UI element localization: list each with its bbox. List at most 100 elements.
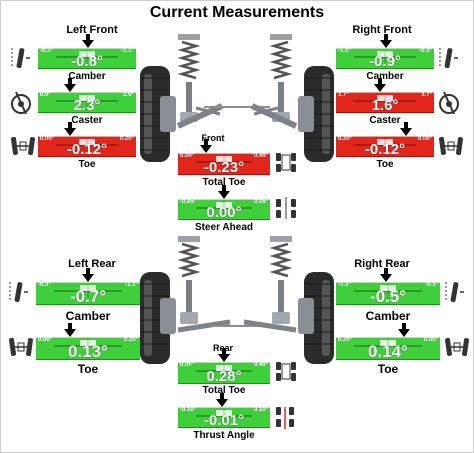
right-front-caster-scale (354, 94, 416, 111)
right-rear-camber-min: -1.1° (338, 282, 351, 288)
left-front-toe-label: Toe (78, 159, 96, 170)
thrust-angle-scale (196, 409, 252, 426)
left-front-toe-scale (56, 138, 118, 155)
rear-left-strut-icon (177, 236, 231, 333)
right-rear-camber-gauge: -1.1° -0.3° -0.5° (336, 282, 440, 305)
steer-ahead-label: Steer Ahead (195, 222, 253, 233)
right-rear-toe-value: 0.14° (368, 342, 408, 360)
right-rear-toe-max: 0.00° (423, 337, 438, 343)
thrust-angle-label: Thrust Angle (193, 430, 255, 441)
steer-ahead-min: -0.05° (180, 199, 197, 205)
right-front-camber-min: -1.1° (338, 48, 351, 54)
right-front-toe-label: Toe (376, 159, 394, 170)
left-rear-toe-value: 0.13° (68, 342, 108, 360)
left-front-caster-label: Caster (71, 115, 103, 126)
left-front-toe-max: 0.20° (119, 136, 134, 142)
right-rear-toe-label: Toe (377, 362, 399, 376)
left-front-heading: Left Front (66, 24, 118, 36)
right-front-caster-max: 3.7° (421, 92, 432, 98)
left-rear-heading: Left Rear (68, 258, 116, 270)
front-left-strut-icon (176, 34, 224, 129)
right-rear-camber-value: -0.5° (369, 287, 407, 305)
left-front-caster-scale (56, 94, 118, 111)
right-front-toe-value: -0.12° (364, 141, 406, 157)
thrust-angle-gauge: -0.10° 0.10° -0.01° (178, 407, 270, 428)
left-rear-toe-label: Toe (77, 362, 99, 376)
left-front-camber-label: Camber (68, 71, 106, 82)
left-front-toe-gauge: 0.00° 0.20° -0.12° (38, 136, 136, 157)
right-rear-heading: Right Rear (354, 258, 410, 270)
front-total-toe-max: 0.40° (253, 153, 268, 159)
left-rear-camber-value: -0.7° (69, 287, 107, 305)
left-front-camber-max: -1.1° (121, 48, 134, 54)
toe-icon (10, 134, 36, 163)
rear-total-toe-scale (196, 364, 252, 382)
right-front-camber-label: Camber (366, 71, 404, 82)
right-rear-camber-label: Camber (365, 309, 411, 323)
left-front-camber-scale (56, 50, 118, 67)
front-total-toe-scale (196, 155, 252, 173)
left-front-caster-value: 2.3° (73, 97, 101, 113)
total-toe-icon (274, 360, 298, 387)
rear-suspension-illustration (140, 236, 334, 364)
right-front-caster-gauge: 1.7° 3.7° 1.6° (336, 92, 434, 113)
steer-ahead-value: 0.00° (206, 204, 242, 220)
left-rear-camber-max: -1.1° (125, 282, 138, 288)
rear-right-strut-icon (243, 236, 297, 333)
right-front-heading: Right Front (352, 24, 412, 36)
left-front-toe-value: -0.12° (66, 141, 108, 157)
left-rear-toe-gauge: 0.00° 0.20° 0.13° (36, 337, 140, 360)
right-front-camber-scale (354, 50, 416, 67)
steer-ahead-scale (196, 201, 252, 218)
rear-total-toe-value: 0.28° (206, 368, 242, 384)
total-toe-icon (274, 151, 298, 178)
front-right-strut-icon (250, 34, 298, 129)
toe-icon (438, 134, 464, 163)
left-front-toe-min: 0.00° (40, 136, 55, 142)
rear-total-toe-label: Total Toe (202, 385, 246, 396)
toe-icon (444, 335, 470, 364)
front-total-toe-label: Total Toe (202, 177, 246, 188)
right-front-caster-label: Caster (369, 115, 401, 126)
left-rear-camber-gauge: -0.3° -1.1° -0.7° (36, 282, 140, 305)
left-front-caster-min: 0.9° (40, 92, 51, 98)
right-rear-camber-scale (354, 284, 422, 303)
camber-icon (8, 280, 28, 309)
steer-ahead-gauge: -0.05° 0.05° 0.00° (178, 199, 270, 220)
front-suspension-illustration (140, 34, 334, 162)
steer-ahead-max: 0.05° (253, 199, 268, 205)
front-heading: Front (201, 133, 225, 143)
front-right-wheel-icon (298, 66, 334, 162)
right-rear-toe-min: 0.20° (338, 337, 353, 343)
front-total-toe-value: -0.23° (203, 159, 245, 175)
thrust-angle-value: -0.01° (203, 412, 245, 428)
right-front-camber-gauge: -1.1° -0.3° -0.9° (336, 48, 434, 69)
right-front-caster-value: 1.6° (371, 97, 399, 113)
left-front-caster-max: 2.0° (123, 92, 134, 98)
right-front-caster-min: 1.7° (338, 92, 349, 98)
left-front-caster-gauge: 0.9° 2.0° 2.3° (38, 92, 136, 113)
thrust-angle-max: 0.10° (253, 407, 268, 413)
left-rear-camber-label: Camber (65, 309, 111, 323)
camber-icon (438, 46, 458, 75)
thrust-angle-icon (274, 405, 296, 434)
camber-icon (444, 280, 464, 309)
left-front-camber-gauge: -0.3° -1.1° -0.8° (38, 48, 136, 69)
right-front-toe-scale (354, 138, 416, 155)
right-front-toe-gauge: 0.20° 0.00° -0.12° (336, 136, 434, 157)
right-front-toe-max: 0.00° (417, 136, 432, 142)
thrust-angle-min: -0.10° (180, 407, 197, 413)
rear-total-toe-max: 0.40° (253, 362, 268, 368)
page-title: Current Measurements (149, 4, 325, 21)
toe-icon (8, 335, 34, 364)
front-total-toe-gauge: 0.00° 0.40° -0.23° (178, 153, 270, 175)
caster-icon (10, 90, 32, 119)
rear-total-toe-min: 0.00° (180, 362, 195, 368)
right-front-toe-min: 0.20° (338, 136, 353, 142)
right-rear-camber-max: -0.3° (425, 282, 438, 288)
front-left-wheel-icon (140, 66, 176, 162)
rear-right-wheel-icon (298, 272, 334, 364)
rear-total-toe-gauge: 0.00° 0.40° 0.28° (178, 362, 270, 384)
caster-icon (438, 90, 460, 119)
right-front-camber-max: -0.3° (419, 48, 432, 54)
